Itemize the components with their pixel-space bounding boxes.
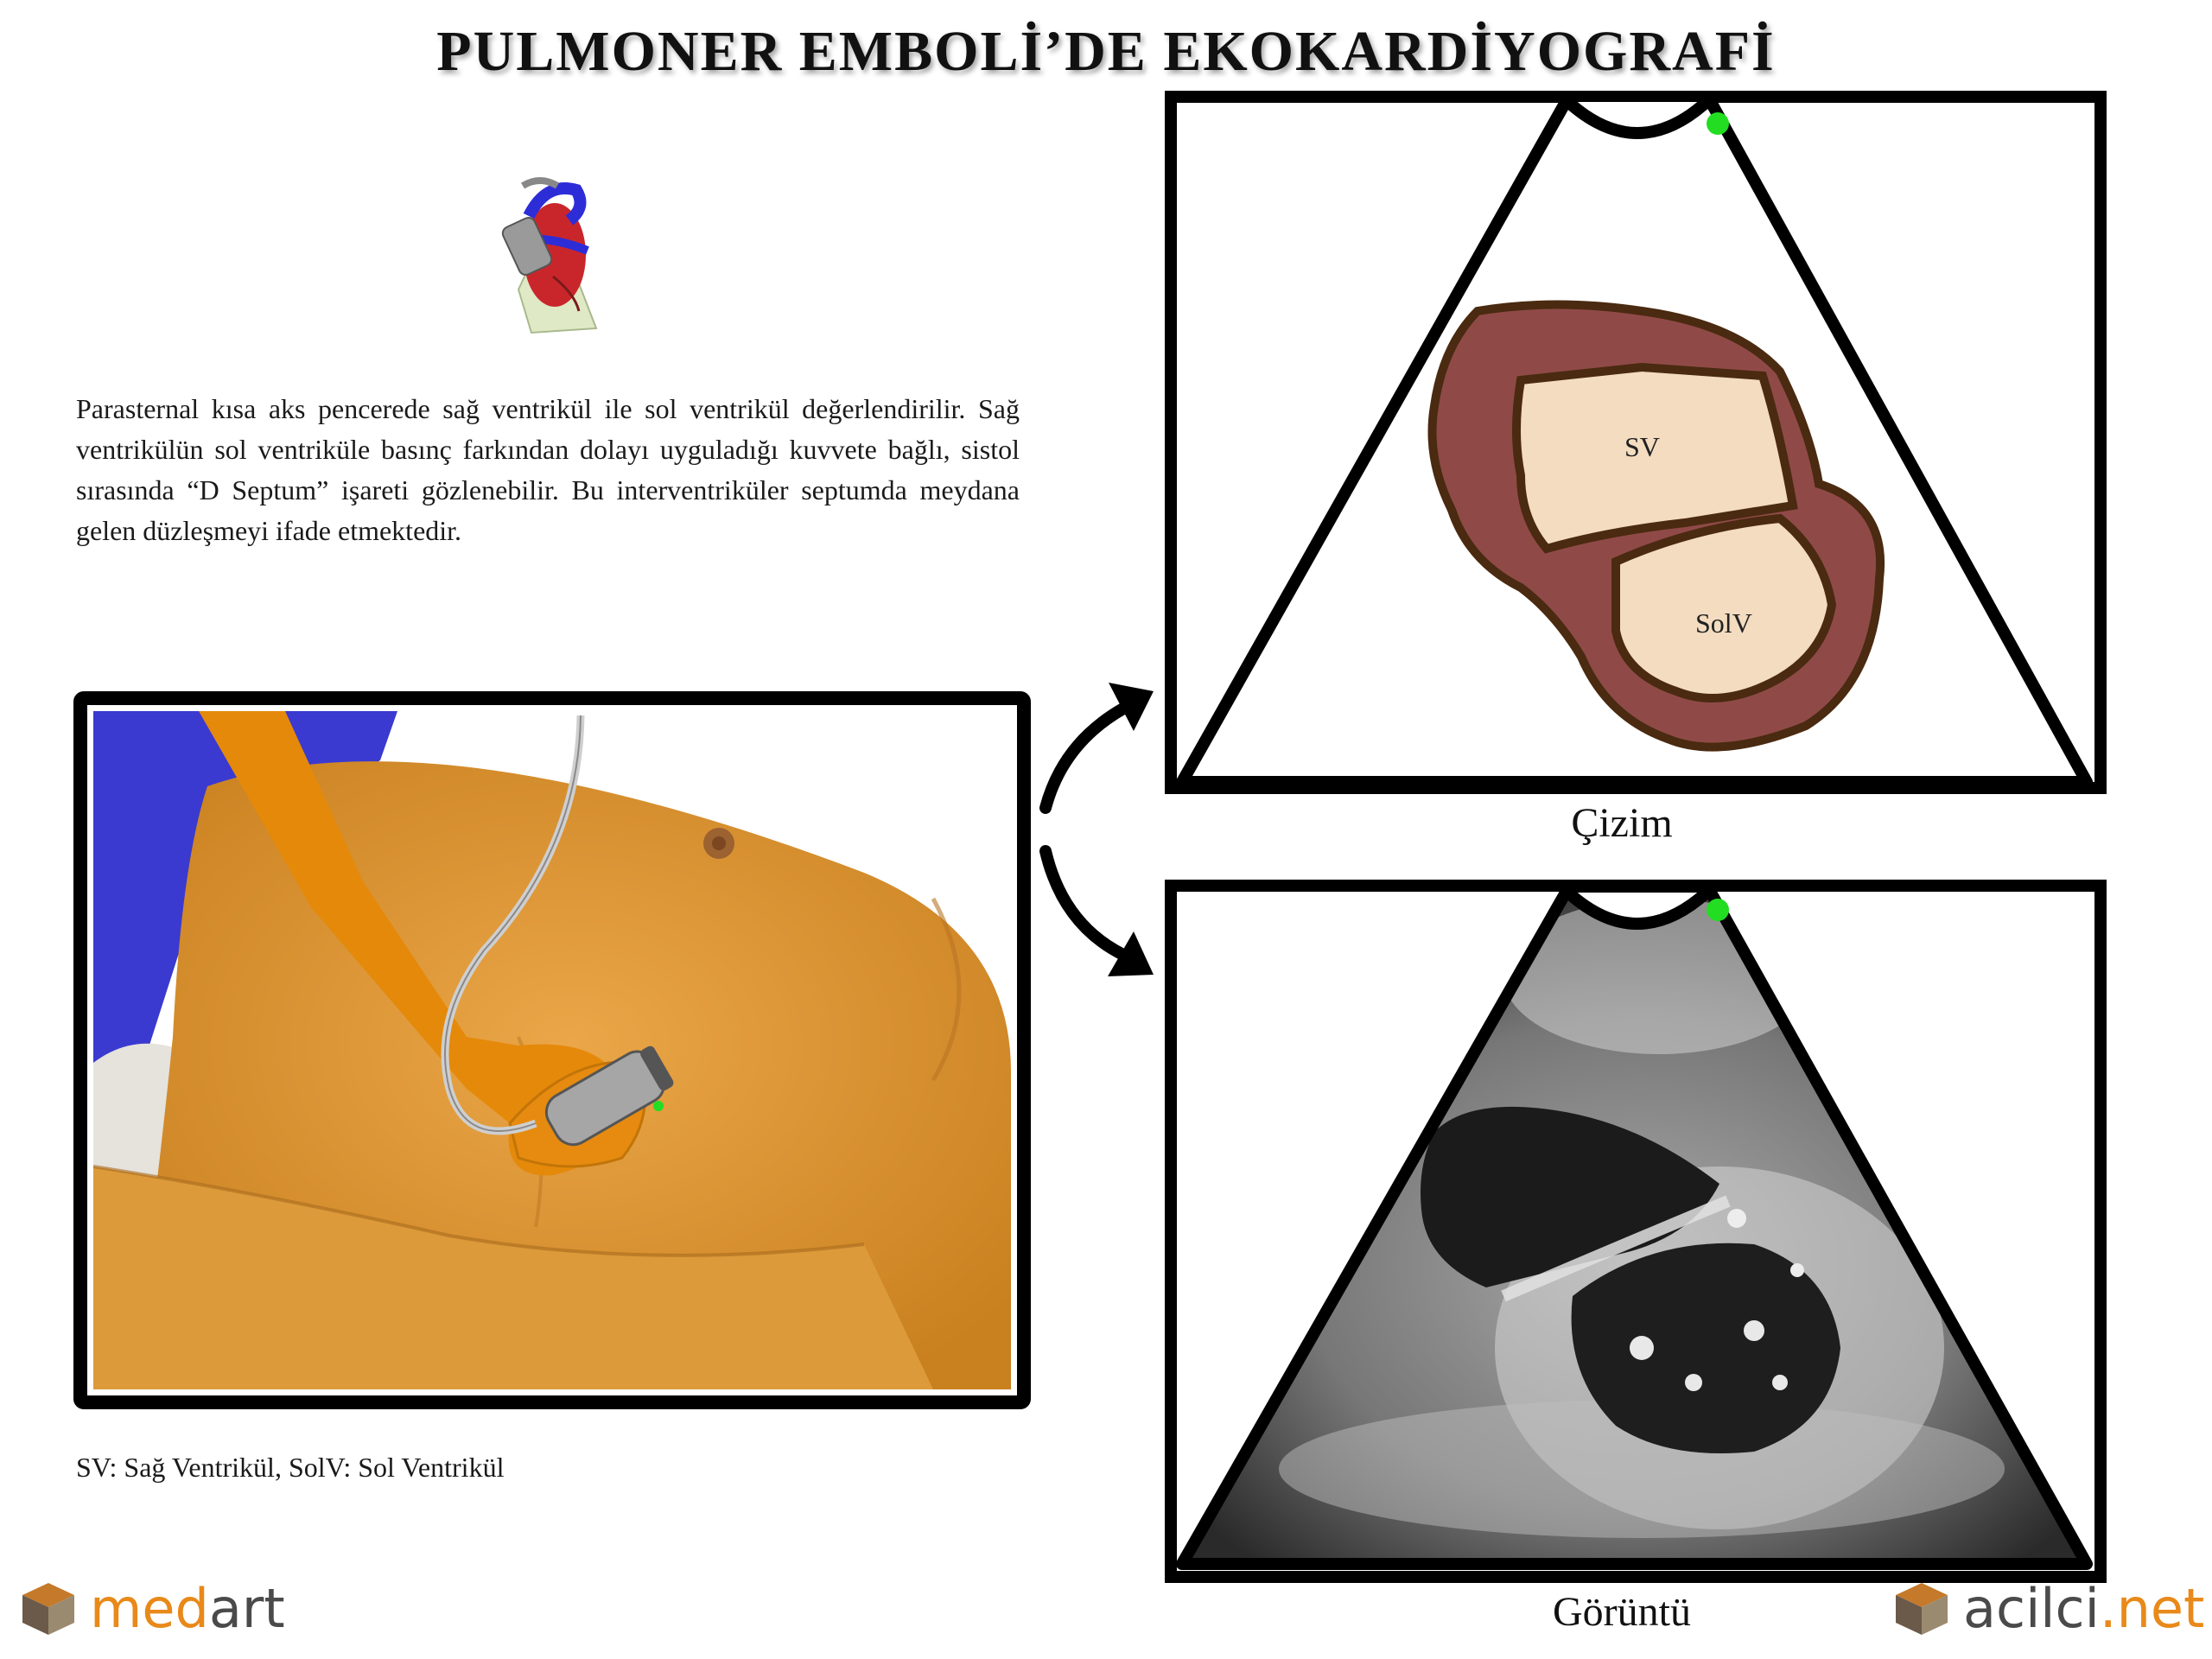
- echo-panel: [1165, 880, 2107, 1583]
- abbreviation-legend: SV: Sağ Ventrikül, SolV: Sol Ventrikül: [76, 1452, 505, 1483]
- drawing-panel: SV SolV: [1165, 91, 2107, 794]
- sv-label: SV: [1624, 431, 1660, 462]
- heart-orientation-icon: [501, 177, 598, 334]
- medart-logo-text-art: art: [208, 1577, 285, 1640]
- right-ventricle-chamber: [1512, 362, 1798, 554]
- acilci-logo-text-net: .net: [2099, 1577, 2205, 1640]
- page-title: PULMONER EMBOLİ’DE EKOKARDİYOGRAFİ: [436, 20, 1776, 83]
- drawing-caption: Çizim: [1571, 800, 1673, 846]
- echo-left-ventricle: [1571, 1243, 1840, 1453]
- medart-logo-text-med: med: [90, 1577, 209, 1640]
- left-ventricle-chamber: [1611, 513, 1837, 702]
- echo-caption: Görüntü: [1553, 1589, 1691, 1635]
- cube-logo-icon: [1896, 1582, 1948, 1635]
- patient-scan-illustration: [73, 691, 1031, 1409]
- acilci-logo-text-acilci: acilci: [1963, 1577, 2100, 1640]
- solv-label: SolV: [1695, 607, 1752, 639]
- cube-logo-icon: [22, 1582, 74, 1635]
- acilci-logo: acilci.net: [1892, 1577, 2204, 1640]
- description-paragraph: Parasternal kısa aks pencerede sağ ventr…: [76, 393, 1020, 546]
- probe-marker-icon: [1707, 112, 1729, 135]
- probe-marker-icon: [1707, 899, 1729, 921]
- curved-arrow-icon: [1039, 683, 1154, 976]
